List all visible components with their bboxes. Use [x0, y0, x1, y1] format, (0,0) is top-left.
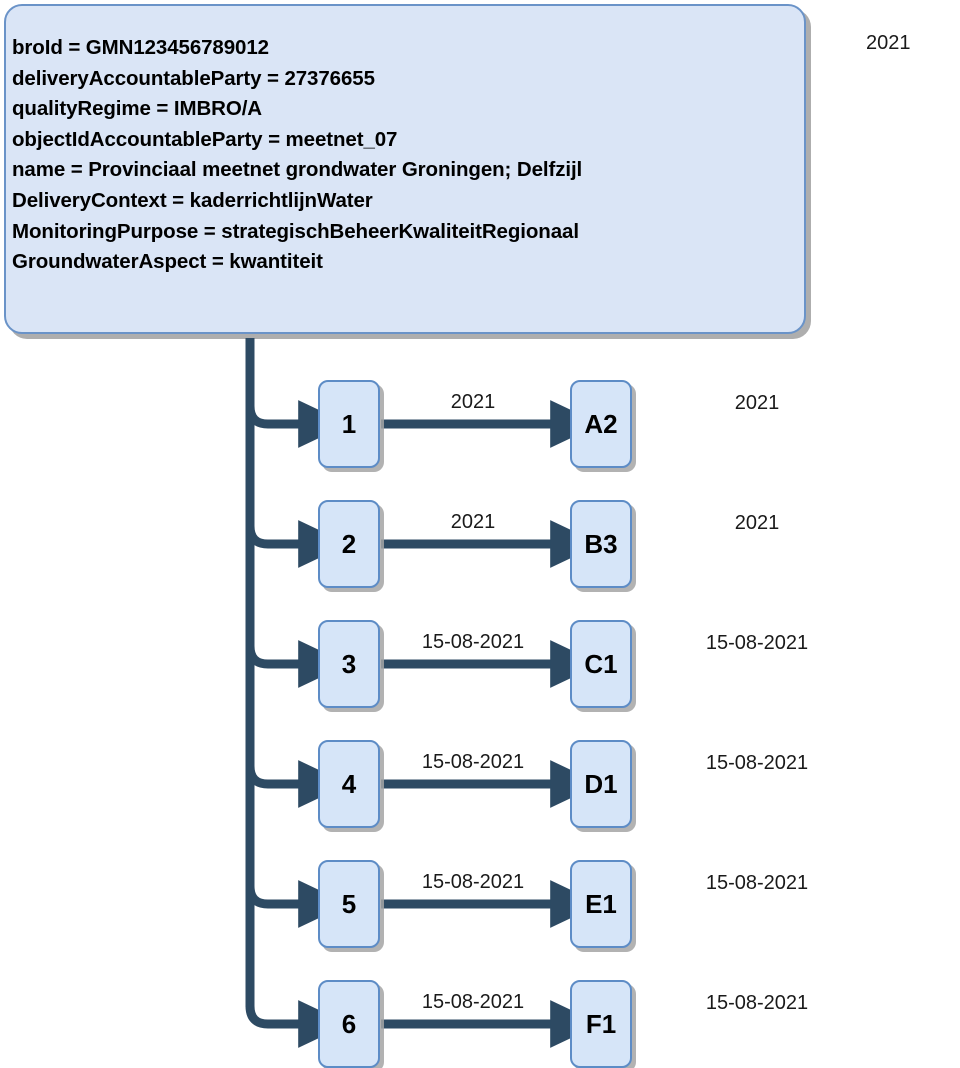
node-source-6-label: 6 — [341, 1009, 357, 1039]
node-target-d1-label: D1 — [584, 769, 618, 799]
corner-year-label: 2021 — [866, 32, 911, 54]
node-source-6[interactable]: 6 — [318, 980, 380, 1068]
node-source-2[interactable]: 2 — [318, 500, 380, 588]
tail-label-2: 2021 — [734, 512, 780, 534]
edge-label-2: 2021 — [450, 511, 496, 533]
node-target-e1-label: E1 — [585, 889, 617, 919]
edge-label-4: 15-08-2021 — [421, 751, 525, 773]
tail-label-5: 15-08-2021 — [705, 872, 809, 894]
node-source-4-label: 4 — [341, 769, 357, 799]
node-source-2-label: 2 — [341, 529, 357, 559]
node-source-1-label: 1 — [341, 409, 357, 439]
node-source-1[interactable]: 1 — [318, 380, 380, 468]
attribute-line-delivery-accountable-party: deliveryAccountableParty = 27376655 — [12, 66, 375, 90]
node-target-b3-label: B3 — [584, 529, 618, 559]
gmn-attribute-box[interactable]: broId = GMN123456789012 deliveryAccounta… — [4, 4, 806, 334]
node-target-a2[interactable]: A2 — [570, 380, 632, 468]
edge-label-6: 15-08-2021 — [421, 991, 525, 1013]
tail-label-6: 15-08-2021 — [705, 992, 809, 1014]
attribute-line-quality-regime: qualityRegime = IMBRO/A — [12, 97, 263, 121]
node-target-d1[interactable]: D1 — [570, 740, 632, 828]
node-source-5[interactable]: 5 — [318, 860, 380, 948]
node-target-e1[interactable]: E1 — [570, 860, 632, 948]
node-source-4[interactable]: 4 — [318, 740, 380, 828]
attribute-list: broId = GMN123456789012 deliveryAccounta… — [12, 33, 798, 278]
tail-label-3: 15-08-2021 — [705, 632, 809, 654]
branch-arrows — [245, 400, 349, 1048]
node-target-b3[interactable]: B3 — [570, 500, 632, 588]
attribute-line-name: name = Provinciaal meetnet grondwater Gr… — [12, 158, 583, 182]
edge-label-1: 2021 — [450, 391, 496, 413]
tail-label-1: 2021 — [734, 392, 780, 414]
node-source-3-label: 3 — [341, 649, 357, 679]
node-source-5-label: 5 — [341, 889, 357, 919]
node-target-c1-label: C1 — [584, 649, 618, 679]
attribute-line-groundwater-aspect: GroundwaterAspect = kwantiteit — [12, 250, 323, 274]
attribute-line-delivery-context: DeliveryContext = kaderrichtlijnWater — [12, 188, 373, 212]
attribute-line-monitoring-purpose: MonitoringPurpose = strategischBeheerKwa… — [12, 219, 579, 243]
edge-label-5: 15-08-2021 — [421, 871, 525, 893]
node-target-a2-label: A2 — [584, 409, 618, 439]
edge-label-3: 15-08-2021 — [421, 631, 525, 653]
tail-label-4: 15-08-2021 — [705, 752, 809, 774]
attribute-line-broid: broId = GMN123456789012 — [12, 36, 269, 59]
node-target-f1[interactable]: F1 — [570, 980, 632, 1068]
node-source-3[interactable]: 3 — [318, 620, 380, 708]
attribute-line-object-id-accountable-party: objectIdAccountableParty = meetnet_07 — [12, 127, 398, 151]
node-target-f1-label: F1 — [585, 1009, 617, 1039]
node-target-c1[interactable]: C1 — [570, 620, 632, 708]
